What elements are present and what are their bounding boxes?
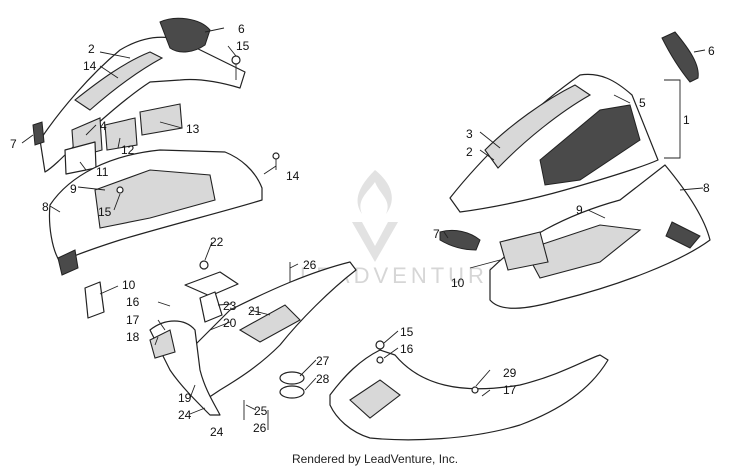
callout-12: 12	[121, 143, 135, 157]
callout-18: 18	[126, 330, 140, 344]
left-windshield	[159, 17, 211, 53]
right-hood-decal	[539, 104, 641, 186]
center-bellypan-panel	[238, 304, 301, 343]
right-decal-10	[499, 231, 549, 271]
right-hood-insert	[484, 84, 592, 169]
watermark-v-icon	[352, 222, 398, 262]
left-decal-12	[104, 117, 138, 151]
left-hood-assembly	[21, 17, 280, 319]
callout-20: 20	[223, 316, 237, 330]
callout-27: 27	[316, 354, 330, 368]
callout-7: 7	[433, 227, 440, 241]
center-bracket-23	[199, 291, 223, 323]
callout-16: 16	[400, 342, 414, 356]
center-bolt-15	[199, 260, 209, 270]
right-bellypan-vent	[349, 379, 401, 419]
callout-14: 14	[286, 169, 300, 183]
right-hood-assembly	[439, 31, 711, 309]
right-bellypan-leaders	[383, 330, 491, 397]
callout-5: 5	[639, 96, 646, 110]
callout-14: 14	[83, 59, 97, 73]
callout-9: 9	[576, 203, 583, 217]
right-bellypan	[329, 349, 609, 441]
callout-15: 15	[98, 205, 112, 219]
callout-22: 22	[210, 235, 224, 249]
center-ring-27-28	[279, 371, 305, 399]
callout-10: 10	[451, 276, 465, 290]
left-bolt-14	[272, 152, 280, 170]
callout-26: 26	[253, 421, 267, 435]
callout-28: 28	[316, 372, 330, 386]
callout-15: 15	[400, 325, 414, 339]
callout-4: 4	[100, 119, 107, 133]
callout-labels: 1 2 2 3 4 5 6 6 7 7 8 8 9 9 10 10 11 12 …	[10, 22, 715, 439]
callout-11: 11	[96, 165, 109, 179]
callout-6: 6	[708, 44, 715, 58]
center-leaders	[154, 241, 317, 415]
left-upper-hood-vent	[74, 51, 164, 111]
right-bellypan-assembly	[329, 330, 609, 441]
callout-9: 9	[70, 182, 77, 196]
center-bracket-18	[149, 329, 176, 359]
callout-2: 2	[466, 145, 473, 159]
callout-8: 8	[703, 181, 710, 195]
left-console-recess	[94, 169, 216, 229]
left-bolt-15b	[116, 186, 124, 194]
left-decal-10	[84, 281, 105, 319]
callout-23: 23	[223, 299, 237, 313]
left-end-cap	[32, 121, 45, 146]
callout-1: 1	[683, 113, 690, 127]
callout-15: 15	[236, 39, 250, 53]
callout-7: 7	[10, 137, 17, 151]
callout-10: 10	[122, 278, 136, 292]
right-rivet-29	[471, 386, 479, 394]
callout-24: 24	[210, 425, 224, 439]
callout-16: 16	[126, 295, 140, 309]
callout-21: 21	[248, 304, 262, 318]
right-hood-leaders	[443, 49, 706, 269]
callout-2: 2	[88, 42, 95, 56]
right-console-grille	[665, 221, 701, 249]
right-bolt-16	[376, 356, 384, 364]
callout-6: 6	[238, 22, 245, 36]
callout-3: 3	[466, 127, 473, 141]
left-decal-13	[139, 103, 183, 136]
callout-24: 24	[178, 408, 192, 422]
watermark-flame-icon	[357, 170, 392, 214]
right-end-cap	[439, 229, 481, 251]
center-bellypan-assembly	[149, 241, 357, 430]
right-windshield	[661, 31, 699, 83]
left-leaders	[21, 27, 277, 295]
callout-19: 19	[178, 391, 192, 405]
callout-25: 25	[254, 404, 268, 418]
right-bolt-15	[375, 340, 385, 350]
callout-17: 17	[126, 313, 140, 327]
render-credit: Rendered by LeadVenture, Inc.	[291, 452, 459, 466]
right-console-recess	[524, 224, 642, 279]
center-bracket-22	[184, 271, 239, 297]
callout-26: 26	[303, 258, 317, 272]
callout-17: 17	[503, 383, 517, 397]
left-console-grille	[57, 249, 79, 276]
callout-8: 8	[42, 200, 49, 214]
callout-29: 29	[503, 366, 517, 380]
callout-13: 13	[186, 122, 200, 136]
left-bolt-15a	[231, 55, 241, 80]
